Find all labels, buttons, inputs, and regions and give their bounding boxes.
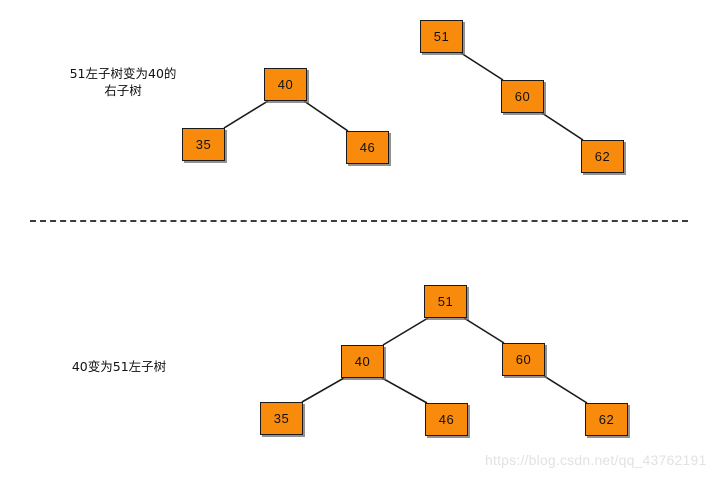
tree-node-40: 40 <box>341 345 384 378</box>
tree-node-60: 60 <box>502 343 545 376</box>
section-divider <box>30 220 688 222</box>
tree-edge <box>223 100 269 129</box>
watermark: https://blog.csdn.net/qq_43762191 <box>485 452 707 468</box>
tree-edge <box>543 375 588 404</box>
tree-edge <box>460 52 504 81</box>
tree-edge <box>382 317 429 346</box>
tree-node-60: 60 <box>501 80 544 113</box>
tree-node-46: 46 <box>346 131 389 164</box>
tree-edge <box>463 317 505 344</box>
tree-node-35: 35 <box>260 402 303 435</box>
tree-edge <box>303 100 349 132</box>
tree-node-46: 46 <box>425 403 468 436</box>
tree-node-51: 51 <box>424 285 467 318</box>
section-caption-before: 51左子树变为40的 右子树 <box>69 66 177 98</box>
section-caption-after: 40变为51左子树 <box>71 359 167 374</box>
tree-edge <box>301 377 345 403</box>
tree-node-62: 62 <box>581 140 624 173</box>
tree-edge <box>541 112 584 141</box>
tree-node-51: 51 <box>420 20 463 53</box>
tree-node-35: 35 <box>182 128 225 161</box>
tree-edge <box>381 377 428 404</box>
tree-node-62: 62 <box>585 403 628 436</box>
tree-node-40: 40 <box>264 68 307 101</box>
